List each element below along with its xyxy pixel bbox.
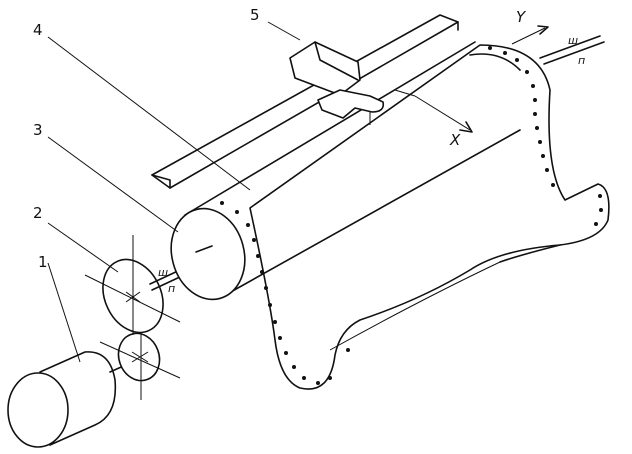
label-1: 1	[38, 253, 48, 271]
left-shaft-mark-top: ш	[158, 266, 168, 279]
y-axis-label: Y	[516, 8, 527, 26]
small-gear	[99, 325, 181, 400]
y-axis: Y	[511, 8, 549, 45]
right-shaft-mark-bottom: п	[578, 54, 585, 67]
leader-lines	[47, 21, 301, 363]
label-2: 2	[33, 204, 43, 222]
large-gear	[84, 235, 181, 335]
label-5: 5	[250, 6, 260, 24]
label-3: 3	[33, 121, 43, 139]
right-shaft-mark-top: ш	[568, 34, 578, 47]
x-axis: X	[394, 89, 473, 149]
x-axis-label: X	[449, 131, 461, 149]
label-4: 4	[33, 21, 43, 39]
motor	[7, 351, 129, 448]
right-shaft: ш п	[539, 34, 605, 67]
perforation-dots	[220, 46, 603, 385]
drum	[170, 41, 610, 390]
carriage	[289, 41, 385, 125]
left-shaft-mark-bottom: п	[168, 282, 175, 295]
